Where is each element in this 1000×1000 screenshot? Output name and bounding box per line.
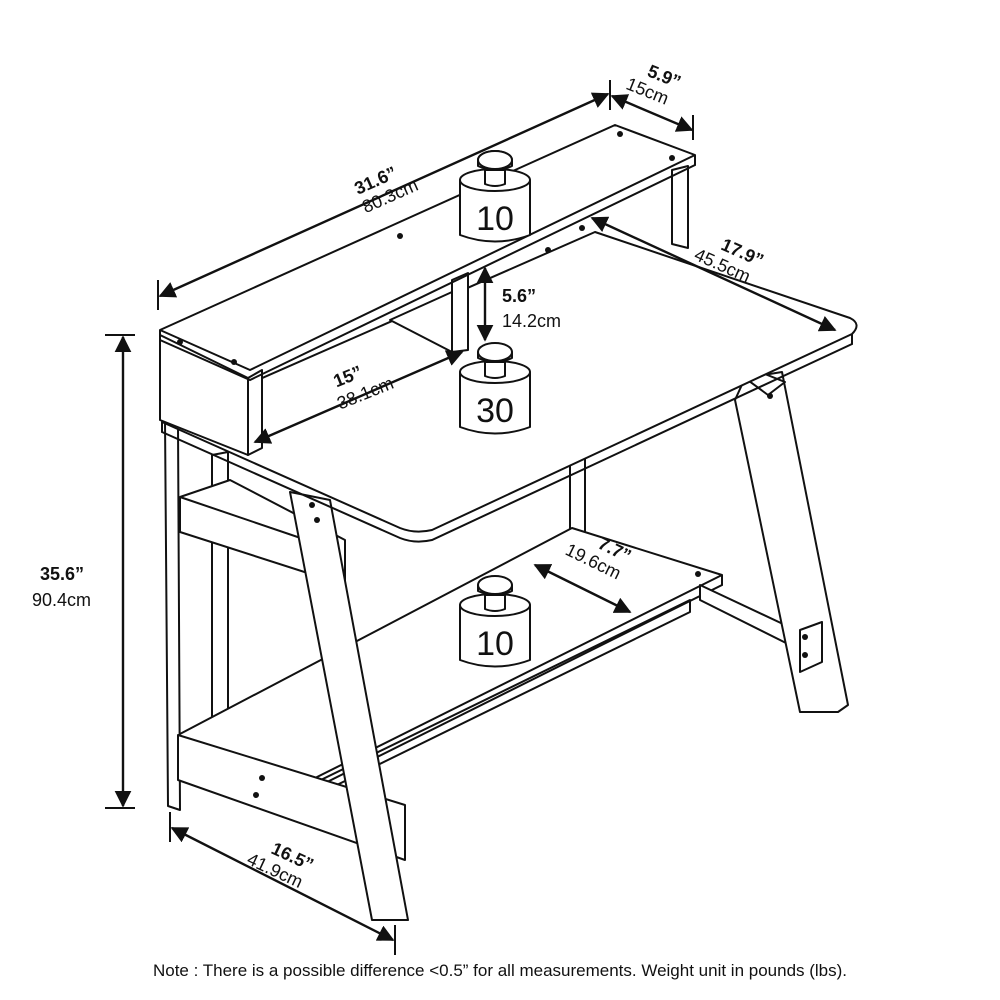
height-inch: 35.6”: [40, 564, 84, 584]
measurement-note: Note : There is a possible difference <0…: [152, 961, 848, 980]
weight-hutch: 10: [459, 150, 531, 243]
weight-desktop: 30: [459, 342, 531, 435]
dimension-lines: [105, 80, 837, 955]
hutch-gap-inch: 5.6”: [502, 286, 536, 306]
weight-desktop-label: 30: [476, 392, 514, 430]
hutch-gap-cm: 14.2cm: [502, 311, 561, 331]
right-side-frame: [699, 371, 849, 713]
height-cm: 90.4cm: [32, 590, 91, 610]
dimension-labels: 31.6” 80.3cm 5.9” 15cm 17.9” 45.5cm 5.6”…: [32, 61, 767, 892]
weight-shelf: 10: [459, 575, 531, 668]
weight-shelf-label: 10: [476, 625, 514, 663]
lower-shelf: [177, 527, 723, 800]
left-side-frame: [164, 419, 409, 921]
weight-hutch-label: 10: [476, 200, 514, 238]
